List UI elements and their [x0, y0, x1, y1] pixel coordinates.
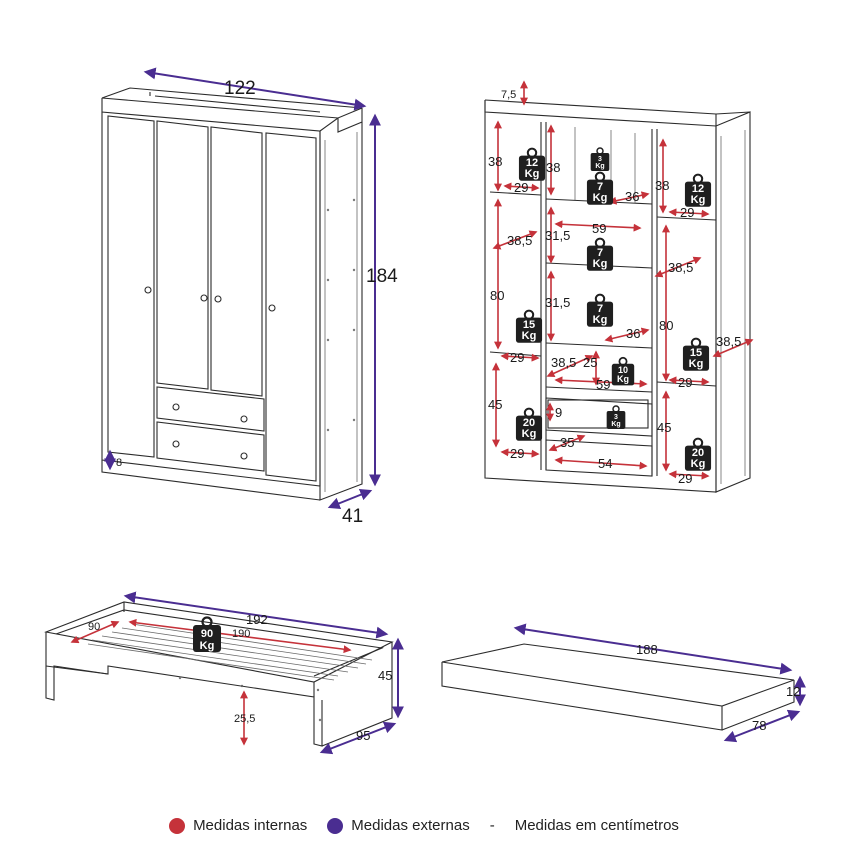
dim-right-shelf-h: 38	[655, 178, 669, 193]
dim-left-low-w: 29	[510, 446, 524, 461]
svg-text:20: 20	[692, 447, 704, 459]
dim-drawer-w: 54	[598, 456, 612, 471]
svg-text:Kg: Kg	[689, 358, 704, 370]
weight-tag-3-drawer: 3 Kg	[606, 405, 626, 430]
purple-dot-icon	[327, 817, 344, 834]
dim-left-depth: 38,5	[507, 233, 532, 248]
weight-tag-10: 10 Kg	[611, 356, 635, 386]
dim-width: 122	[224, 78, 256, 99]
dim-drawer-d: 35	[560, 435, 574, 450]
svg-text:Kg: Kg	[200, 640, 215, 652]
dim-center-shelf-h2: 31,5	[545, 295, 570, 310]
bed-view: 192 190 90 45 95 25,5 90 Kg	[43, 591, 404, 755]
dim-center-width: 59	[592, 221, 606, 236]
weight-tag-90: 90 Kg	[192, 616, 222, 654]
weight-tag-12-left: 12 Kg	[518, 147, 546, 182]
svg-text:15: 15	[690, 347, 702, 359]
dim-right-hang-w: 29	[678, 375, 692, 390]
dim-center-shelf-w2: 36	[626, 326, 640, 341]
svg-text:Kg: Kg	[522, 330, 537, 342]
svg-text:20: 20	[523, 417, 535, 429]
legend-external-label: Medidas externas	[351, 817, 470, 834]
dim-left-shelf-w: 29	[514, 180, 528, 195]
mattress-width: 78	[752, 718, 766, 733]
dim-height: 184	[366, 266, 398, 287]
bed-height: 45	[378, 668, 392, 683]
svg-text:90: 90	[201, 628, 213, 640]
dim-left-hang-w: 29	[510, 350, 524, 365]
weight-tag-15-left: 15 Kg	[515, 309, 543, 344]
legend-internal: Medidas internas	[169, 817, 307, 834]
svg-text:Kg: Kg	[617, 374, 629, 384]
dim-drawer-h: 9	[555, 405, 562, 420]
svg-text:7: 7	[597, 303, 603, 315]
wardrobe-front-view: 122 184 41 8	[101, 67, 398, 527]
svg-text:3: 3	[598, 156, 602, 163]
legend: Medidas internas Medidas externas - Medi…	[0, 817, 848, 834]
svg-text:7: 7	[597, 247, 603, 259]
dim-right-low-h: 45	[657, 420, 671, 435]
dim-right-depth: 38,5	[668, 260, 693, 275]
svg-text:Kg: Kg	[691, 194, 706, 206]
bed-length: 192	[246, 612, 268, 627]
bed-inner-width: 90	[88, 621, 100, 633]
dim-center-low-w: 59	[596, 377, 610, 392]
weight-tag-7-top: 7 Kg	[586, 171, 614, 206]
dim-right-hang-h: 80	[659, 318, 673, 333]
legend-internal-label: Medidas internas	[193, 817, 308, 834]
mattress-length: 188	[636, 642, 658, 657]
svg-text:Kg: Kg	[522, 428, 537, 440]
svg-text:Kg: Kg	[593, 192, 608, 204]
dim-center-low-depth: 38,5	[551, 355, 576, 370]
svg-text:Kg: Kg	[595, 163, 604, 170]
red-dot-icon	[169, 817, 186, 834]
dim-center-shelf-h1: 31,5	[545, 228, 570, 243]
weight-tag-20-right: 20 Kg	[684, 437, 712, 472]
svg-text:Kg: Kg	[593, 258, 608, 270]
weight-tag-15-right: 15 Kg	[682, 337, 710, 372]
svg-text:12: 12	[692, 183, 704, 195]
svg-text:Kg: Kg	[593, 314, 608, 326]
bed-width: 95	[356, 728, 370, 743]
dim-depth-arrow	[327, 488, 373, 510]
weight-tag-20-left: 20 Kg	[515, 407, 543, 442]
svg-text:3: 3	[614, 414, 618, 421]
svg-text:7: 7	[597, 181, 603, 193]
dim-base: 8	[116, 457, 122, 469]
weight-tag-3-top: 3 Kg	[590, 147, 610, 172]
mattress-view: 188 12 78	[441, 623, 806, 743]
weight-tag-7-mid: 7 Kg	[586, 237, 614, 272]
legend-units: Medidas em centímetros	[514, 817, 679, 834]
mattress-height: 12	[786, 684, 800, 699]
svg-text:15: 15	[523, 319, 535, 331]
dim-right-shelf-w: 29	[680, 205, 694, 220]
dim-top-gap: 7,5	[501, 89, 516, 101]
svg-text:Kg: Kg	[611, 421, 620, 428]
dim-width-arrow	[143, 67, 367, 111]
bed-clearance: 25,5	[234, 713, 255, 725]
dim-left-hang-h: 80	[490, 288, 504, 303]
svg-text:10: 10	[618, 365, 628, 375]
legend-external: Medidas externas	[327, 817, 470, 834]
weight-tag-12-right: 12 Kg	[684, 173, 712, 208]
svg-text:Kg: Kg	[691, 458, 706, 470]
wardrobe-inside-view: 7,5 38 29 38 36 38 29 59 31,5 31,5 36 38…	[484, 80, 754, 493]
bed-inner-length: 190	[232, 628, 250, 640]
dim-center-low-h: 25	[583, 355, 597, 370]
svg-text:Kg: Kg	[525, 168, 540, 180]
dim-left-low-h: 45	[488, 397, 502, 412]
dim-center-top-h: 38	[546, 160, 560, 175]
dim-right-low-w: 29	[678, 471, 692, 486]
dim-center-top-w: 36	[625, 189, 639, 204]
svg-text:12: 12	[526, 157, 538, 169]
dim-outer-depth: 38,5	[716, 334, 741, 349]
legend-separator: -	[489, 817, 495, 834]
weight-tag-7-low: 7 Kg	[586, 293, 614, 328]
dim-depth: 41	[342, 506, 363, 527]
dim-left-shelf-h: 38	[488, 154, 502, 169]
